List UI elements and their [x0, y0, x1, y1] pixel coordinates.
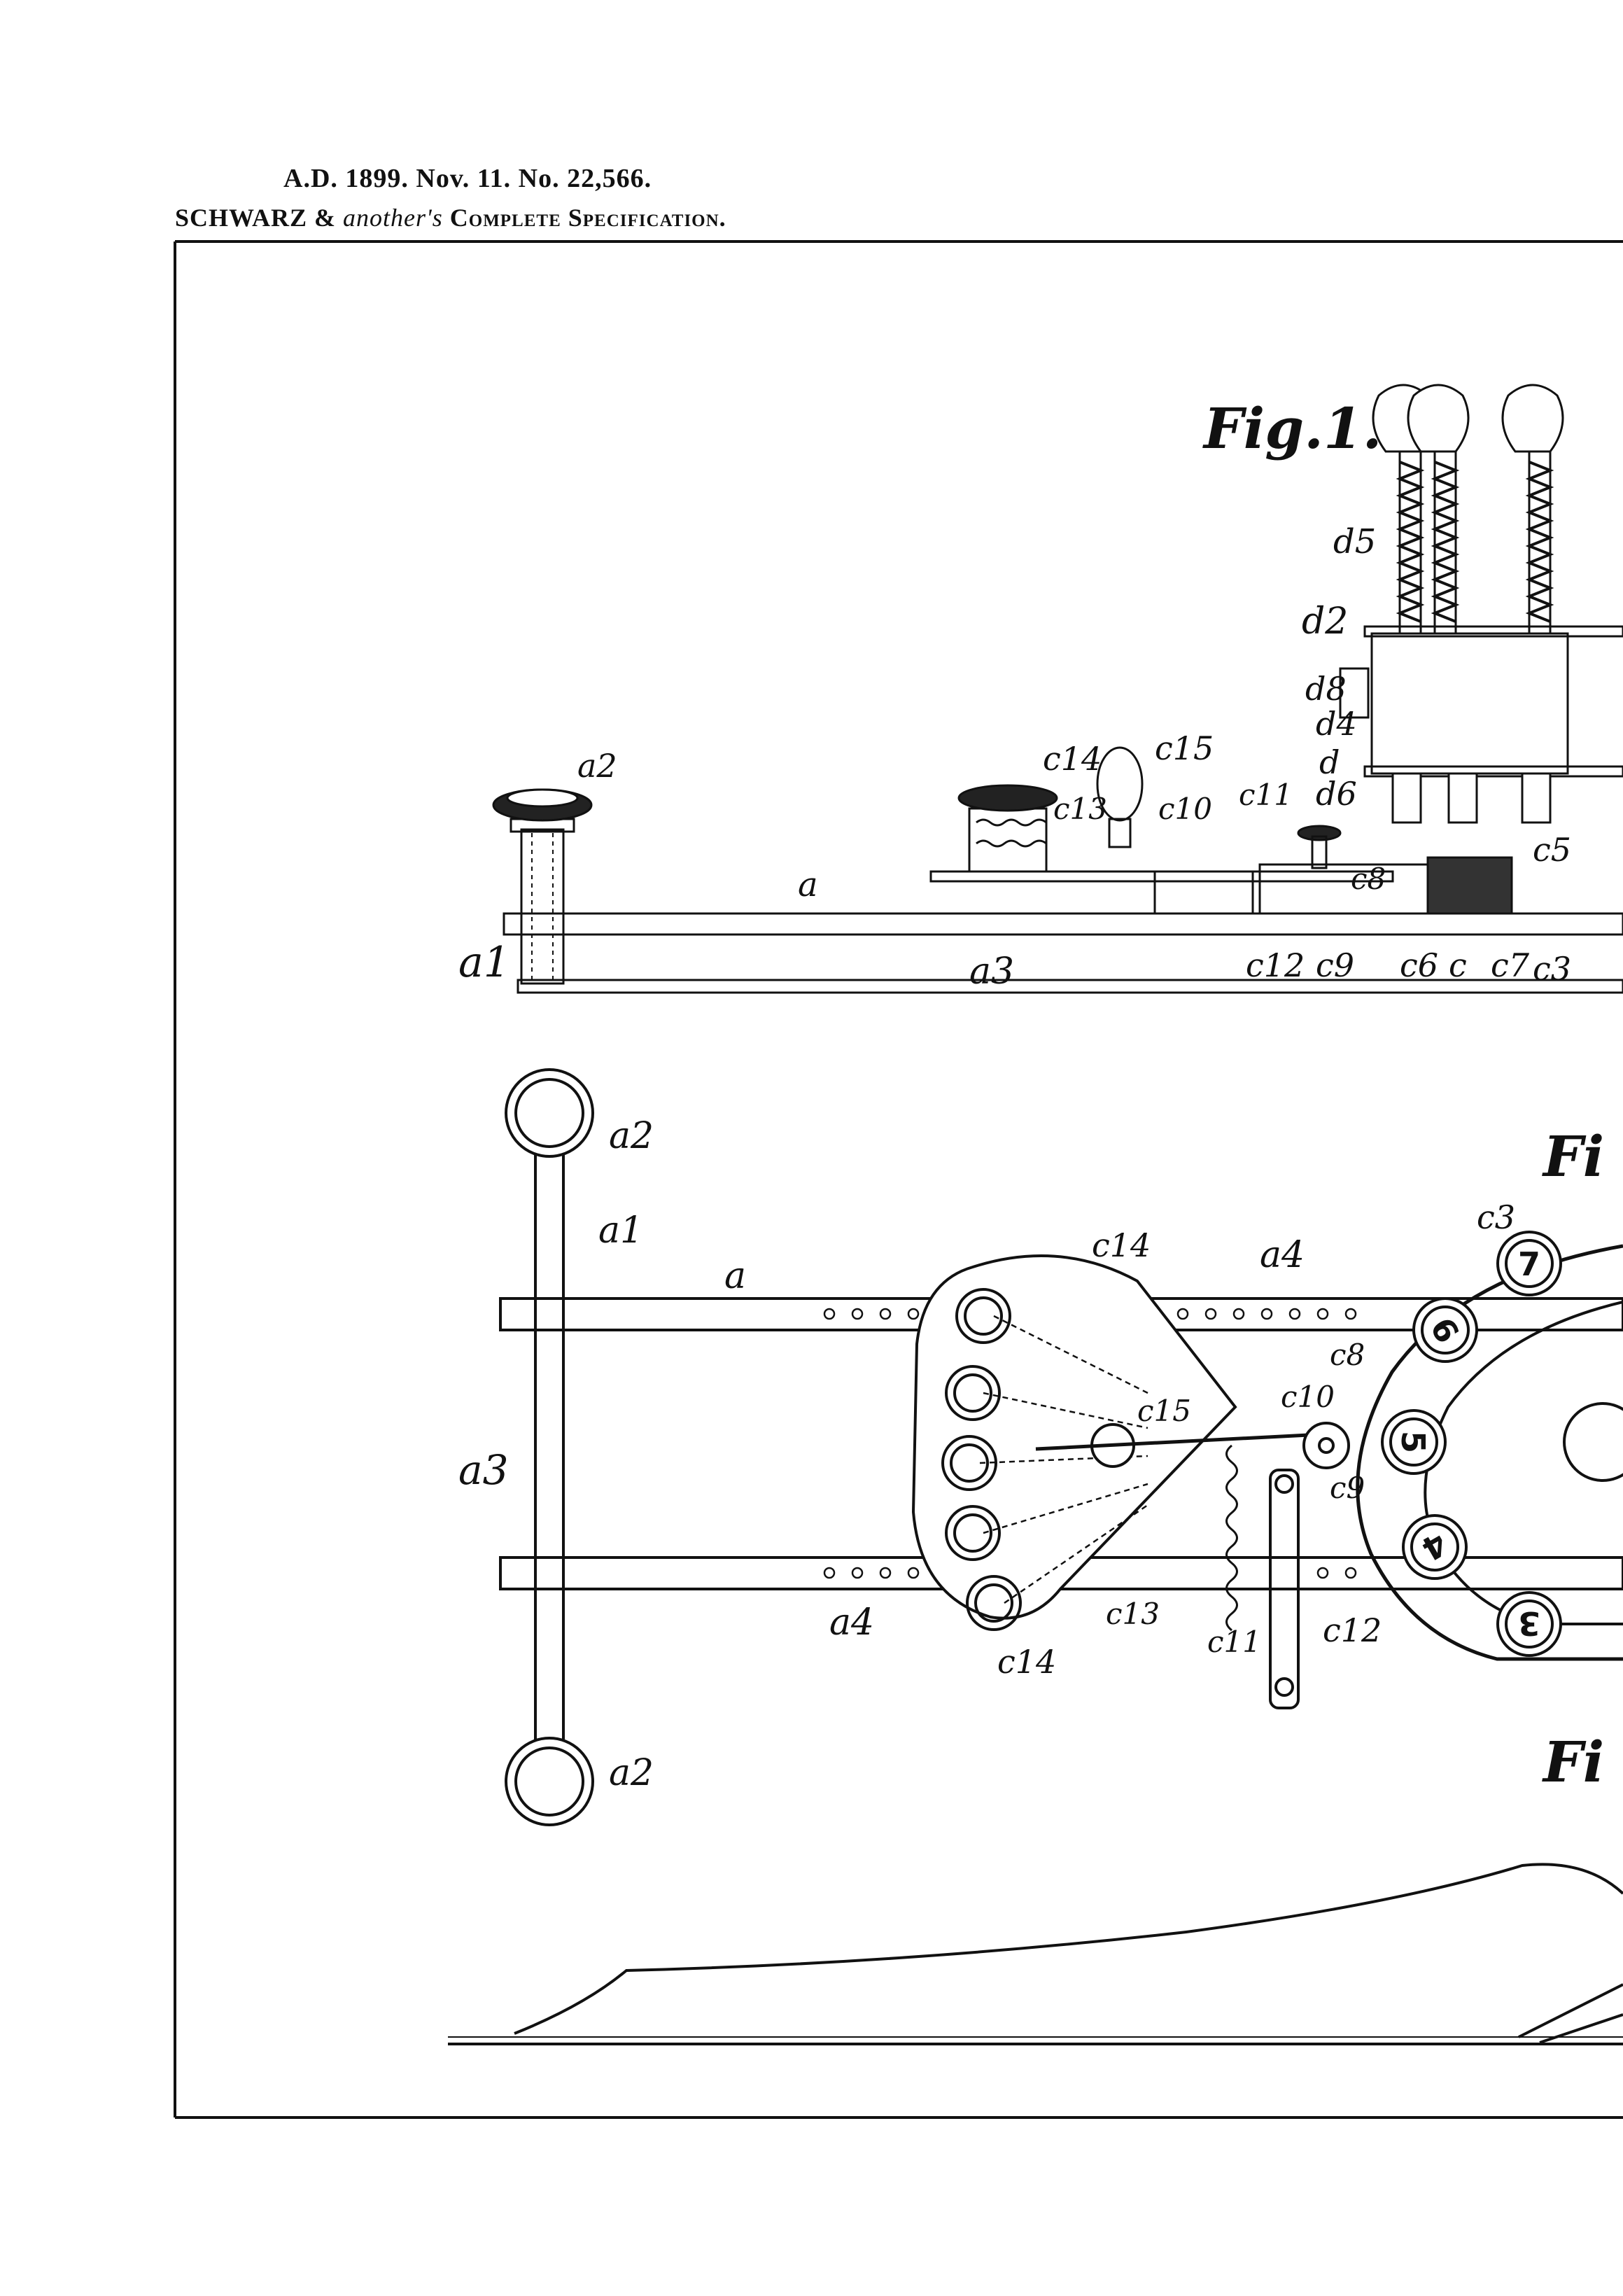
- label-a2-fig2-top: a2: [609, 1115, 654, 1157]
- carriage-c6: [1153, 870, 1254, 915]
- label-c3-fig1: c3: [1533, 950, 1571, 988]
- label-d: d: [1319, 743, 1340, 781]
- mushroom-knob-3: [1501, 384, 1564, 453]
- label-a-fig1: a: [798, 865, 818, 904]
- fig3-profile-upper: [514, 1863, 1623, 2035]
- spring-posts: [1396, 451, 1554, 634]
- fig2-labels: a2 a1 a c14 a4 c3 c8 c10 c15 a3 c9 a4 c1…: [458, 1115, 1515, 1794]
- another-text: another's: [343, 204, 443, 232]
- fig1-labels: d5 d2 d8 d4 d d6 a2 c14 c15 c13 c10 c11 …: [458, 522, 1571, 993]
- label-c13-fig2: c13: [1106, 1597, 1160, 1631]
- label-a-fig2: a: [724, 1255, 746, 1297]
- base-a3: [517, 979, 1623, 994]
- label-d2: d2: [1302, 601, 1348, 643]
- block-d8: [1339, 667, 1370, 719]
- label-c7: c7: [1491, 946, 1530, 984]
- label-d5: d5: [1333, 522, 1376, 561]
- label-d6: d6: [1316, 775, 1357, 813]
- mushroom-knob-2: [1407, 384, 1470, 453]
- label-c14-fig1: c14: [1043, 740, 1102, 778]
- label-c13-fig1: c13: [1053, 792, 1107, 826]
- knob-a2-bottom: [505, 1737, 594, 1826]
- fig2-drawing: [499, 1068, 1623, 1826]
- key-circles: [941, 1288, 1022, 1631]
- fig1-drawing: [492, 384, 1623, 994]
- rail-a: [503, 912, 1623, 936]
- bar-a1: [534, 1136, 565, 1758]
- label-d4: d4: [1316, 705, 1357, 743]
- pivot-c9: [1302, 1422, 1350, 1469]
- patent-header-date: A.D. 1899. Nov. 11. No. 22,566.: [283, 164, 652, 193]
- label-a4-fig2-top: a4: [1260, 1234, 1305, 1276]
- handle-c15: [1096, 746, 1144, 822]
- label-a1-fig2: a1: [598, 1210, 643, 1252]
- knob-a2-top: [505, 1068, 594, 1158]
- label-a2-fig2-bottom: a2: [609, 1752, 654, 1794]
- post-a1: [520, 828, 565, 985]
- tower-housing: [1370, 632, 1569, 775]
- fan-plate: [911, 1254, 1237, 1620]
- wheel-number-7: 7: [1518, 1245, 1540, 1283]
- label-c15-fig2: c15: [1137, 1394, 1191, 1428]
- label-c15-fig1: c15: [1155, 729, 1214, 767]
- label-c9-fig1: c9: [1316, 946, 1354, 984]
- lever-c12: [1269, 1469, 1300, 1709]
- arm-c10: [1035, 1433, 1309, 1451]
- label-c12-fig2: c12: [1323, 1611, 1382, 1649]
- fig3-title: Fi: [1542, 1729, 1604, 1795]
- knob-c14: [957, 784, 1058, 812]
- wheel-keys: [1381, 1231, 1562, 1657]
- specification-title: Complete Specification.: [449, 204, 726, 232]
- fig3-drawing: [448, 1863, 1623, 2045]
- label-a2-fig1: a2: [577, 747, 617, 785]
- number-wheel-outer: [1356, 1244, 1623, 1661]
- label-c3-fig2: c3: [1477, 1198, 1515, 1236]
- ampersand: &: [314, 204, 337, 232]
- label-c11-fig2: c11: [1207, 1625, 1261, 1659]
- label-c14-fig2-bottom: c14: [997, 1643, 1056, 1681]
- label-c8-fig2: c8: [1330, 1338, 1365, 1372]
- label-c10-fig1: c10: [1158, 792, 1212, 826]
- patent-header-applicant: SCHWARZ & another's Complete Specificati…: [175, 203, 726, 232]
- label-a4-fig2-bottom: a4: [829, 1602, 874, 1644]
- label-a3-fig1: a3: [969, 951, 1014, 993]
- label-c: c: [1449, 946, 1467, 984]
- fig1-title: Fig.1.: [1202, 396, 1382, 461]
- label-c11-fig1: c11: [1239, 778, 1293, 812]
- label-a3-fig2: a3: [458, 1446, 508, 1494]
- label-c6: c6: [1400, 946, 1438, 984]
- label-a1-fig1: a1: [458, 938, 510, 987]
- label-c12-fig1: c12: [1246, 946, 1305, 984]
- wheel-number-3: 3: [1518, 1604, 1540, 1642]
- label-c9-fig2: c9: [1330, 1471, 1365, 1505]
- spring-c11: [1225, 1444, 1238, 1632]
- label-c10-fig2: c10: [1281, 1380, 1335, 1414]
- wheel-number-5: 5: [1394, 1431, 1432, 1453]
- label-c14-fig2-top: c14: [1092, 1226, 1151, 1264]
- label-c8-fig1: c8: [1351, 862, 1386, 896]
- applicant-name: SCHWARZ: [175, 204, 308, 232]
- label-c5: c5: [1533, 831, 1571, 869]
- fig2-title: Fi: [1542, 1124, 1604, 1189]
- wheel-numbers: 7 6 5 4 3: [1394, 1245, 1540, 1642]
- label-d8: d8: [1305, 670, 1347, 708]
